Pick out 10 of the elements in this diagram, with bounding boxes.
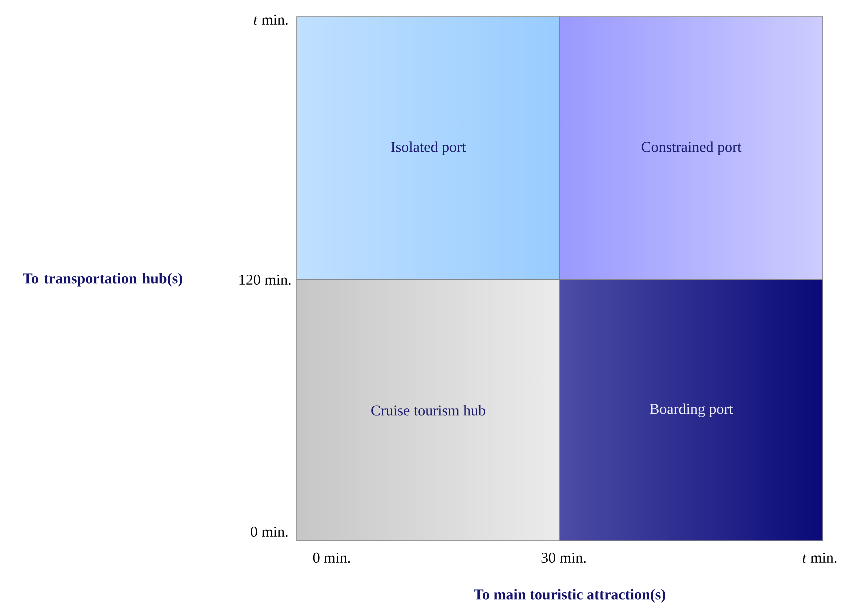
axis-title: To main touristic attraction(s) [474, 589, 666, 603]
tick-label: t min. [254, 14, 288, 26]
tick-label: 120 min. [240, 274, 291, 286]
quadrant-box: Isolated port [296, 16, 560, 280]
axis-title: To transportation hub(s) [23, 273, 182, 287]
quadrant-box: Cruise tourism hub [296, 280, 560, 542]
quadrant-box: Boarding port [560, 280, 824, 542]
tick-label: t min. [803, 552, 837, 564]
tick-label: 30 min. [542, 552, 586, 564]
quadrant-box: Constrained port [560, 16, 824, 280]
